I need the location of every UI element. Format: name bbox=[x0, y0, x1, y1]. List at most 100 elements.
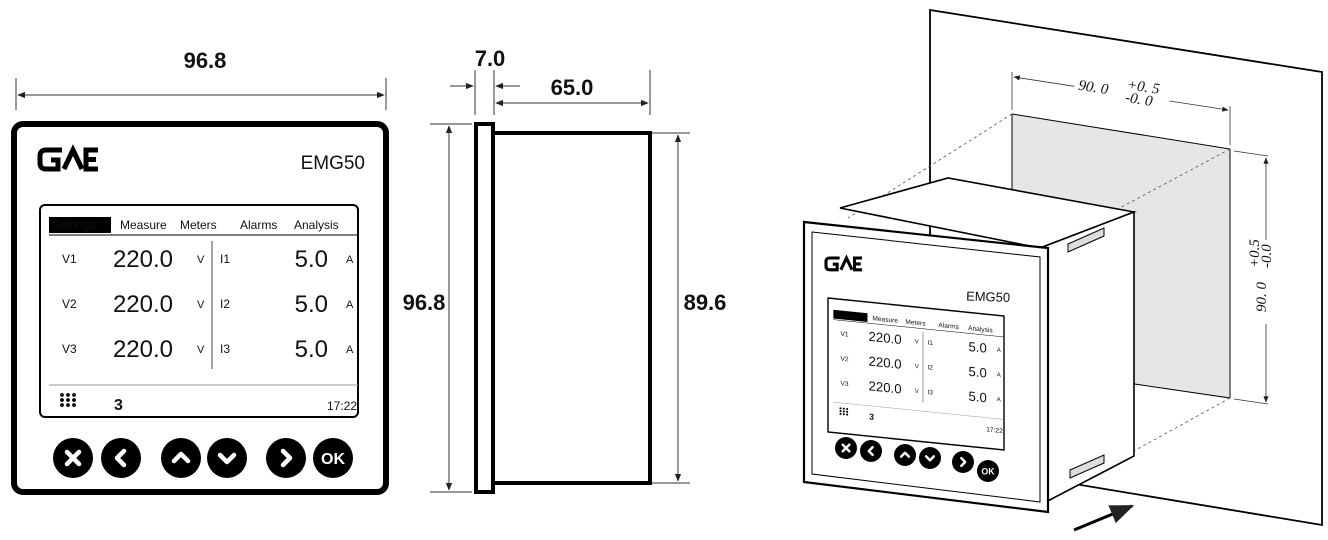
bezel-depth-label: 7.0 bbox=[475, 46, 506, 71]
current-label: I3 bbox=[927, 389, 933, 397]
current-value: 5.0 bbox=[968, 364, 986, 381]
side-bezel bbox=[474, 122, 495, 494]
current-value: 5.0 bbox=[968, 388, 986, 405]
voltage-label: V2 bbox=[841, 356, 849, 364]
current-unit: A bbox=[997, 348, 1002, 354]
voltage-value: 220.0 bbox=[869, 378, 902, 396]
tab-alarms[interactable]: Alarms bbox=[938, 322, 959, 331]
chevron-down-button[interactable] bbox=[207, 438, 247, 478]
current-label: I1 bbox=[927, 340, 933, 348]
display-screen bbox=[39, 204, 359, 418]
chevron-left-icon bbox=[867, 445, 874, 457]
front-width-label: 96.8 bbox=[184, 48, 227, 73]
chevron-right-button[interactable] bbox=[952, 451, 974, 473]
keypad: OK bbox=[53, 438, 353, 478]
tab-analysis[interactable]: Analysis bbox=[968, 325, 993, 335]
chevron-up-button[interactable] bbox=[894, 444, 916, 466]
chevron-right-icon bbox=[960, 456, 967, 468]
svg-text:OK: OK bbox=[321, 451, 345, 468]
ok-button[interactable]: OK bbox=[313, 438, 353, 478]
voltage-unit: V bbox=[915, 364, 919, 370]
ok-label: OK bbox=[321, 451, 345, 468]
iso-model-name: EMG50 bbox=[966, 288, 1011, 305]
voltage-label: V1 bbox=[841, 331, 849, 339]
device-side bbox=[1039, 210, 1135, 507]
body-depth-label: 65.0 bbox=[551, 75, 594, 100]
chevron-down-button[interactable] bbox=[919, 447, 941, 469]
cutout-width-tol-minus: -0. 0 bbox=[1124, 90, 1154, 110]
close-icon bbox=[841, 443, 851, 453]
voltage-value: 220.0 bbox=[869, 354, 902, 372]
voltage-unit: V bbox=[197, 299, 205, 311]
current-value: 5.0 bbox=[295, 336, 328, 363]
current-value: 5.0 bbox=[968, 339, 986, 356]
tab-settings[interactable]: Settings bbox=[835, 312, 860, 321]
insertion-arrow bbox=[1073, 504, 1135, 532]
close-button[interactable] bbox=[835, 437, 857, 459]
chevron-down-icon bbox=[217, 452, 237, 465]
chevron-down-icon bbox=[924, 455, 936, 462]
cutout-height-tol-minus: -0.0 bbox=[1259, 244, 1275, 268]
tab-meters[interactable]: Meters bbox=[180, 218, 217, 232]
iso-display-screen bbox=[827, 297, 1005, 451]
current-label: I2 bbox=[927, 364, 933, 372]
phase-status-icon bbox=[839, 407, 849, 416]
iso-keypad: OK bbox=[835, 437, 999, 482]
chevron-right-button[interactable] bbox=[266, 438, 306, 478]
svg-text:OK: OK bbox=[981, 466, 995, 476]
voltage-label: V3 bbox=[841, 380, 849, 388]
chevron-left-button[interactable] bbox=[101, 438, 141, 478]
current-label: I1 bbox=[220, 252, 230, 266]
tab-analysis[interactable]: Analysis bbox=[294, 218, 339, 232]
tab-settings[interactable]: Settings bbox=[52, 218, 95, 232]
signal-status-icon: 3 bbox=[114, 397, 123, 414]
current-label: I3 bbox=[220, 342, 230, 356]
cutout-width-label: 90. 0 bbox=[1077, 78, 1110, 98]
close-button[interactable] bbox=[53, 438, 93, 478]
chevron-right-icon bbox=[280, 448, 293, 468]
current-unit: A bbox=[346, 344, 354, 356]
tab-measure[interactable]: Measure bbox=[872, 315, 898, 325]
chevron-left-button[interactable] bbox=[860, 440, 882, 462]
cutout-height-label: 90. 0 bbox=[1254, 282, 1270, 313]
side-view: 7.0 65.0 96.8 89.6 bbox=[403, 46, 728, 494]
voltage-unit: V bbox=[197, 344, 205, 356]
ok-button[interactable]: OK bbox=[977, 460, 999, 482]
clock: 17:22 bbox=[327, 399, 357, 413]
close-icon bbox=[64, 449, 82, 467]
current-unit: A bbox=[346, 254, 354, 266]
clock: 17:22 bbox=[986, 426, 1003, 435]
voltage-unit: V bbox=[197, 254, 205, 266]
brand-logo bbox=[37, 144, 98, 172]
current-value: 5.0 bbox=[295, 246, 328, 273]
tab-meters[interactable]: Meters bbox=[905, 319, 926, 328]
current-unit: A bbox=[997, 372, 1002, 378]
tab-alarms[interactable]: Alarms bbox=[240, 218, 277, 232]
voltage-value: 220.0 bbox=[113, 291, 173, 318]
voltage-value: 220.0 bbox=[869, 329, 902, 347]
voltage-label: V1 bbox=[62, 252, 77, 266]
tab-settings-highlight bbox=[833, 309, 868, 322]
voltage-label: V2 bbox=[62, 297, 77, 311]
signal-status-icon: 3 bbox=[869, 412, 874, 422]
tab-measure[interactable]: Measure bbox=[120, 218, 167, 232]
chevron-left-icon bbox=[114, 448, 127, 468]
voltage-unit: V bbox=[915, 339, 919, 345]
chevron-up-icon bbox=[899, 451, 911, 458]
voltage-unit: V bbox=[915, 389, 919, 395]
chevron-up-button[interactable] bbox=[161, 438, 201, 478]
voltage-label: V3 bbox=[62, 342, 77, 356]
iso-brand-logo bbox=[824, 254, 862, 272]
phase-status-icon bbox=[60, 393, 76, 407]
current-value: 5.0 bbox=[295, 291, 328, 318]
current-unit: A bbox=[997, 397, 1002, 403]
current-label: I2 bbox=[220, 297, 230, 311]
tab-settings-highlight bbox=[49, 217, 111, 233]
ok-label: OK bbox=[981, 466, 995, 476]
voltage-value: 220.0 bbox=[113, 246, 173, 273]
cutout-height-tol-plus: +0.5 bbox=[1247, 239, 1263, 268]
front-height-label: 96.8 bbox=[403, 290, 446, 315]
